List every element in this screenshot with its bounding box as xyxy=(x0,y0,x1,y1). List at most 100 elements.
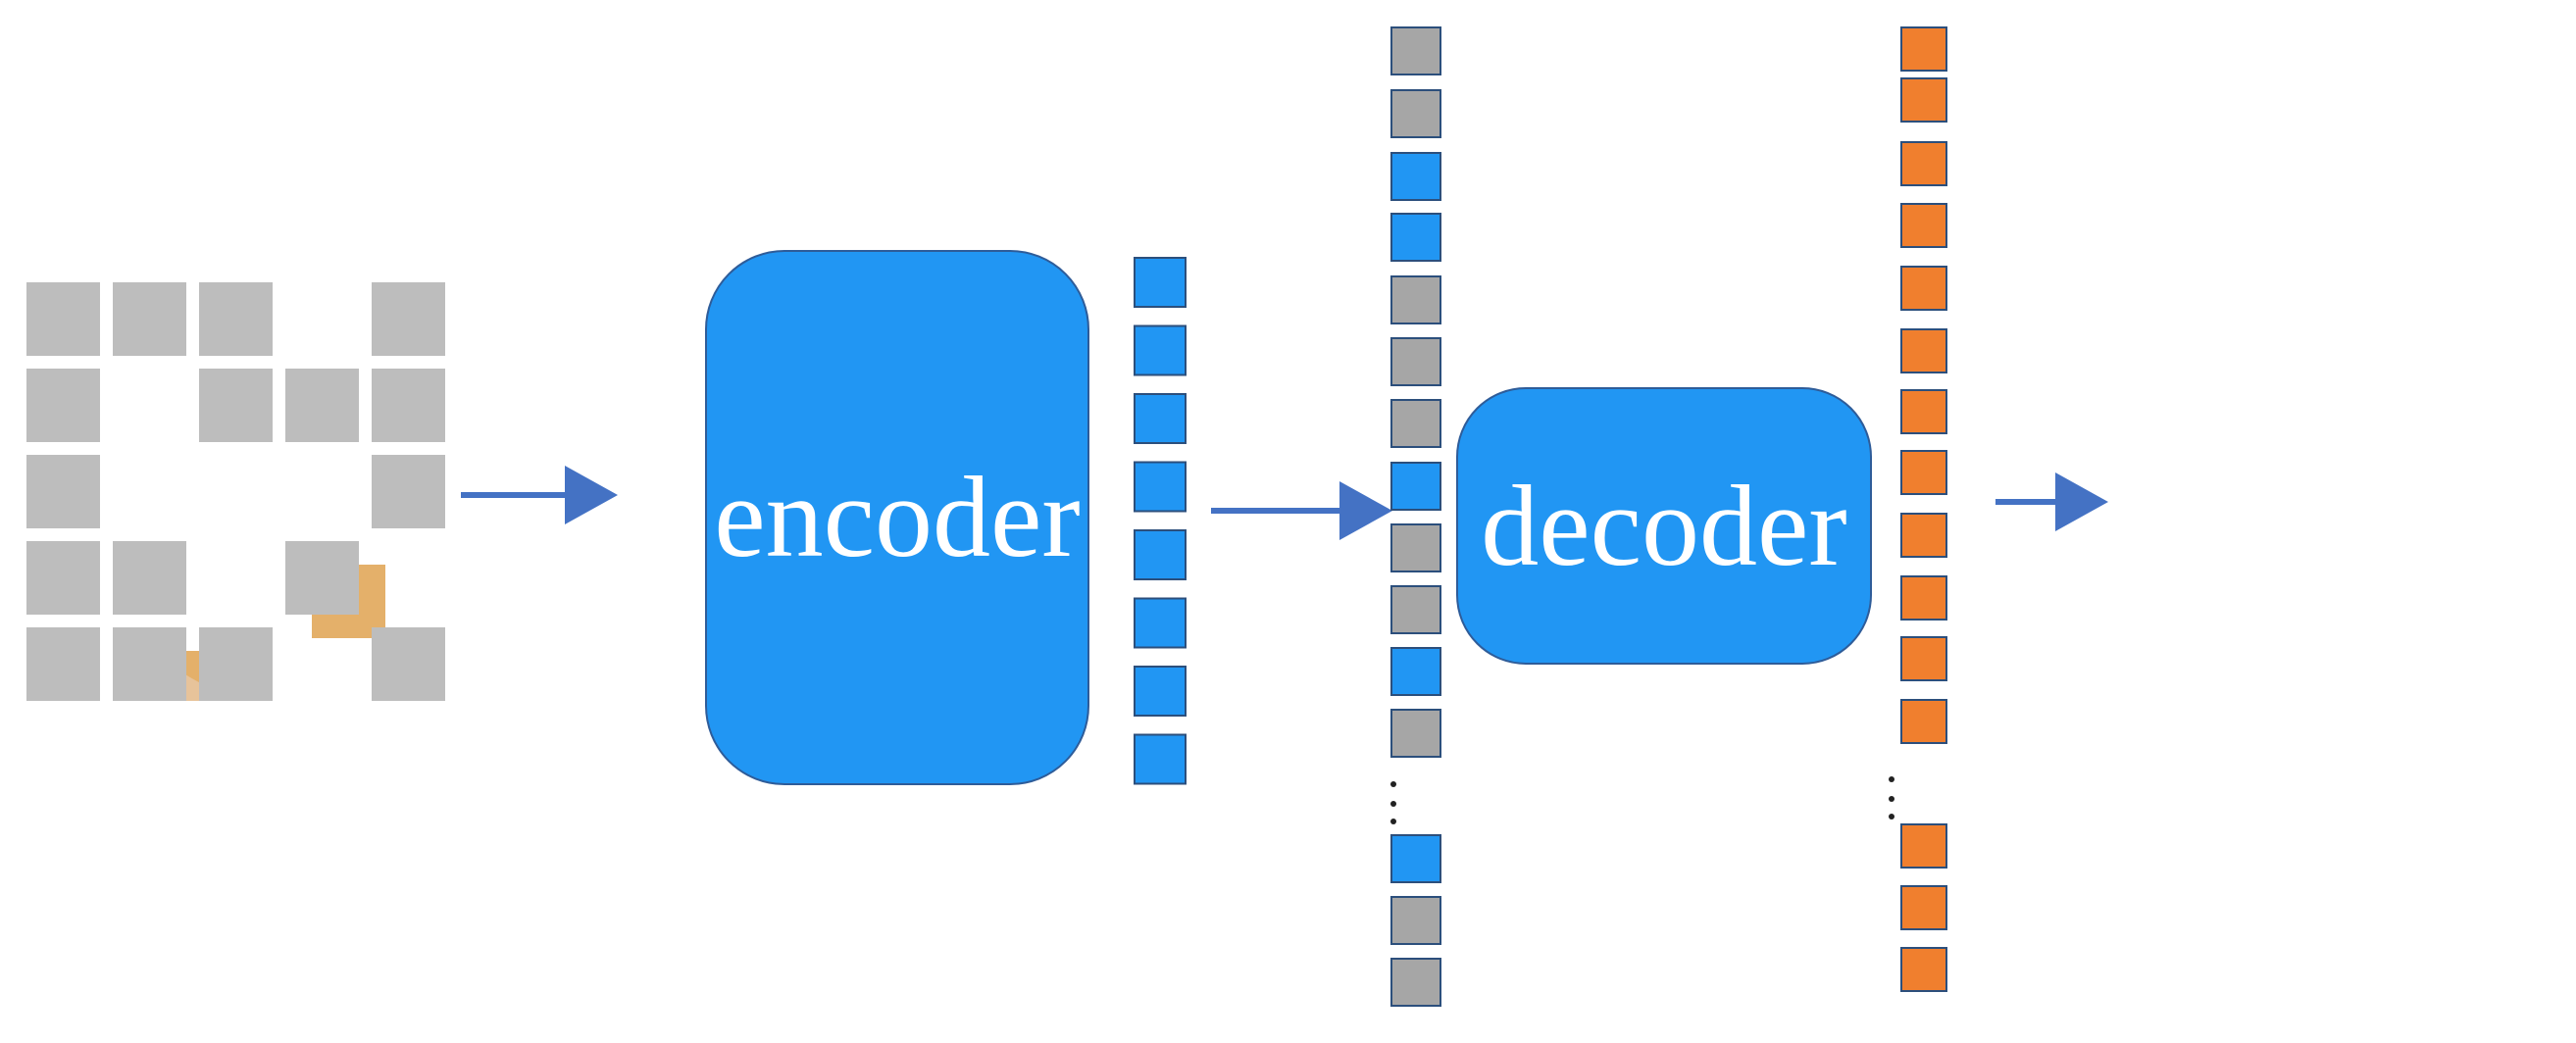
masked-patch xyxy=(113,627,186,701)
decoder-block xyxy=(1456,387,1872,665)
reconstructed-patch xyxy=(2220,636,2295,711)
latent-token xyxy=(1134,666,1187,717)
latent-token xyxy=(1134,597,1187,649)
reconstructed-patch xyxy=(2473,383,2548,458)
reconstructed-patch xyxy=(2220,552,2295,626)
latent-token xyxy=(1390,647,1441,696)
reconstructed-patch xyxy=(2304,552,2379,626)
masked-patch xyxy=(199,369,273,442)
sequence-patch xyxy=(614,588,682,659)
ellipsis-dot xyxy=(1889,796,1894,802)
output-token xyxy=(1900,947,1947,992)
mask-token xyxy=(1390,337,1441,386)
masked-input-grid xyxy=(26,282,445,701)
latent-token xyxy=(1134,733,1187,785)
sequence-patch xyxy=(614,737,682,808)
mask-token xyxy=(1390,89,1441,138)
output-token xyxy=(1900,513,1947,558)
masked-patch xyxy=(372,627,445,701)
masked-patch xyxy=(372,369,445,442)
visible-patch-sequence xyxy=(614,216,682,808)
masked-patch xyxy=(372,455,445,528)
latent-token xyxy=(1134,461,1187,513)
output-token xyxy=(1900,77,1947,123)
output-token xyxy=(1900,203,1947,248)
mask-token xyxy=(1390,709,1441,758)
reconstructed-patch xyxy=(2304,299,2379,373)
output-token xyxy=(1900,636,1947,681)
masked-patch xyxy=(113,282,186,356)
masked-patch xyxy=(113,541,186,615)
encoder-output-tokens xyxy=(1134,257,1187,785)
latent-token xyxy=(1390,462,1441,511)
output-token xyxy=(1900,389,1947,434)
ellipsis-dot xyxy=(1889,814,1894,820)
output-token xyxy=(1900,823,1947,869)
reconstructed-patch xyxy=(2136,636,2210,711)
reconstructed-patch xyxy=(2220,468,2295,542)
reconstructed-patch xyxy=(2389,636,2463,711)
mask-token xyxy=(1390,26,1441,75)
sequence-patch xyxy=(614,216,682,286)
sequence-patch xyxy=(614,663,682,733)
reconstructed-patch xyxy=(2136,552,2210,626)
sequence-patch xyxy=(614,514,682,584)
ellipsis-dot xyxy=(1390,819,1396,824)
reconstructed-patch xyxy=(2473,636,2548,711)
reconstructed-patch xyxy=(2136,299,2210,373)
masked-patch xyxy=(285,541,359,615)
masked-patch xyxy=(26,627,100,701)
mask-token xyxy=(1390,399,1441,448)
reconstructed-patch xyxy=(2389,552,2463,626)
reconstructed-patch xyxy=(2220,383,2295,458)
reconstructed-output-grid xyxy=(2136,299,2548,711)
output-token xyxy=(1900,141,1947,186)
latent-token xyxy=(1134,529,1187,580)
mask-token xyxy=(1390,958,1441,1007)
reconstructed-patch xyxy=(2220,299,2295,373)
reconstructed-patch xyxy=(2304,468,2379,542)
masked-patch xyxy=(26,282,100,356)
reconstructed-patch xyxy=(2389,468,2463,542)
latent-token xyxy=(1134,393,1187,444)
latent-token xyxy=(1390,152,1441,201)
masked-patch xyxy=(372,282,445,356)
output-token xyxy=(1900,575,1947,621)
reconstructed-patch xyxy=(2389,299,2463,373)
ellipsis-dot xyxy=(1390,781,1396,787)
reconstructed-patch xyxy=(2136,468,2210,542)
output-token xyxy=(1900,266,1947,311)
masked-patch xyxy=(199,627,273,701)
masked-patch xyxy=(199,282,273,356)
reconstructed-patch xyxy=(2136,383,2210,458)
masked-patch xyxy=(26,541,100,615)
output-token xyxy=(1900,26,1947,72)
sequence-patch xyxy=(614,365,682,435)
latent-token xyxy=(1390,213,1441,262)
reconstructed-patch xyxy=(2473,468,2548,542)
output-token xyxy=(1900,450,1947,495)
mask-token xyxy=(1390,275,1441,324)
reconstructed-patch xyxy=(2473,299,2548,373)
mask-token xyxy=(1390,585,1441,634)
output-token xyxy=(1900,885,1947,930)
output-token xyxy=(1900,328,1947,373)
decoder-output-tokens xyxy=(1889,26,1947,992)
encoder-block xyxy=(705,250,1089,785)
ellipsis-dot xyxy=(1889,776,1894,782)
sequence-patch xyxy=(614,290,682,361)
masked-patch xyxy=(285,369,359,442)
mask-token xyxy=(1390,523,1441,572)
sequence-patch xyxy=(614,439,682,510)
ellipsis-dot xyxy=(1390,801,1396,807)
output-token xyxy=(1900,699,1947,744)
latent-token xyxy=(1134,257,1187,308)
masked-patch xyxy=(26,455,100,528)
decoder-input-tokens xyxy=(1390,26,1441,1007)
reconstructed-patch xyxy=(2473,552,2548,626)
mask-token xyxy=(1390,896,1441,945)
reconstructed-patch xyxy=(2389,383,2463,458)
reconstructed-patch xyxy=(2304,636,2379,711)
latent-token xyxy=(1134,324,1187,376)
